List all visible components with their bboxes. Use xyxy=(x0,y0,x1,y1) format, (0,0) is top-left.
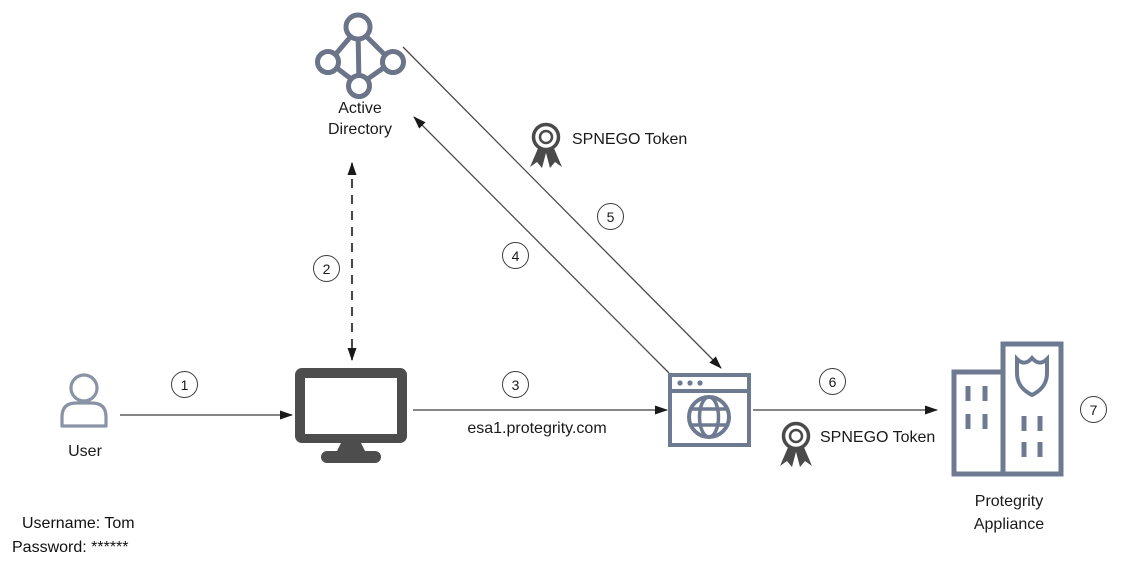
spnego-token-top-label: SPNEGO Token xyxy=(572,131,688,148)
building-windows xyxy=(965,386,988,429)
spnego-token-bottom-label: SPNEGO Token xyxy=(820,429,936,446)
shield-icon xyxy=(1015,354,1049,398)
step-circle-5: 5 xyxy=(597,203,624,230)
browser-icon xyxy=(668,373,751,447)
step-circle-6: 6 xyxy=(819,368,846,395)
active-directory-label: Active Directory xyxy=(327,100,392,138)
appliance-buildings-icon xyxy=(951,341,1064,477)
username-text: Username: Tom xyxy=(22,515,135,532)
arrow-step-5 xyxy=(402,46,722,369)
spnego-token-top-icon xyxy=(528,122,564,170)
step-circle-7: 7 xyxy=(1080,396,1107,423)
workstation-icon xyxy=(295,368,407,463)
appliance-label: Protegrity Appliance xyxy=(973,493,1045,533)
building-windows xyxy=(1021,416,1043,457)
arrow-step-4 xyxy=(413,116,670,374)
password-text: Password: ****** xyxy=(12,539,129,556)
active-directory-icon xyxy=(315,12,406,99)
step-circle-3: 3 xyxy=(502,371,529,398)
spnego-token-bottom-icon xyxy=(778,421,814,469)
esa-url-label: esa1.protegrity.com xyxy=(467,420,607,437)
step-circle-4: 4 xyxy=(502,242,529,269)
step-circle-2: 2 xyxy=(313,255,340,282)
user-label: User xyxy=(68,443,102,460)
credentials-note: Username: Tom Password: ****** xyxy=(12,512,135,560)
user-icon xyxy=(60,373,108,428)
step-circle-1: 1 xyxy=(171,371,198,398)
globe-icon xyxy=(687,395,731,439)
